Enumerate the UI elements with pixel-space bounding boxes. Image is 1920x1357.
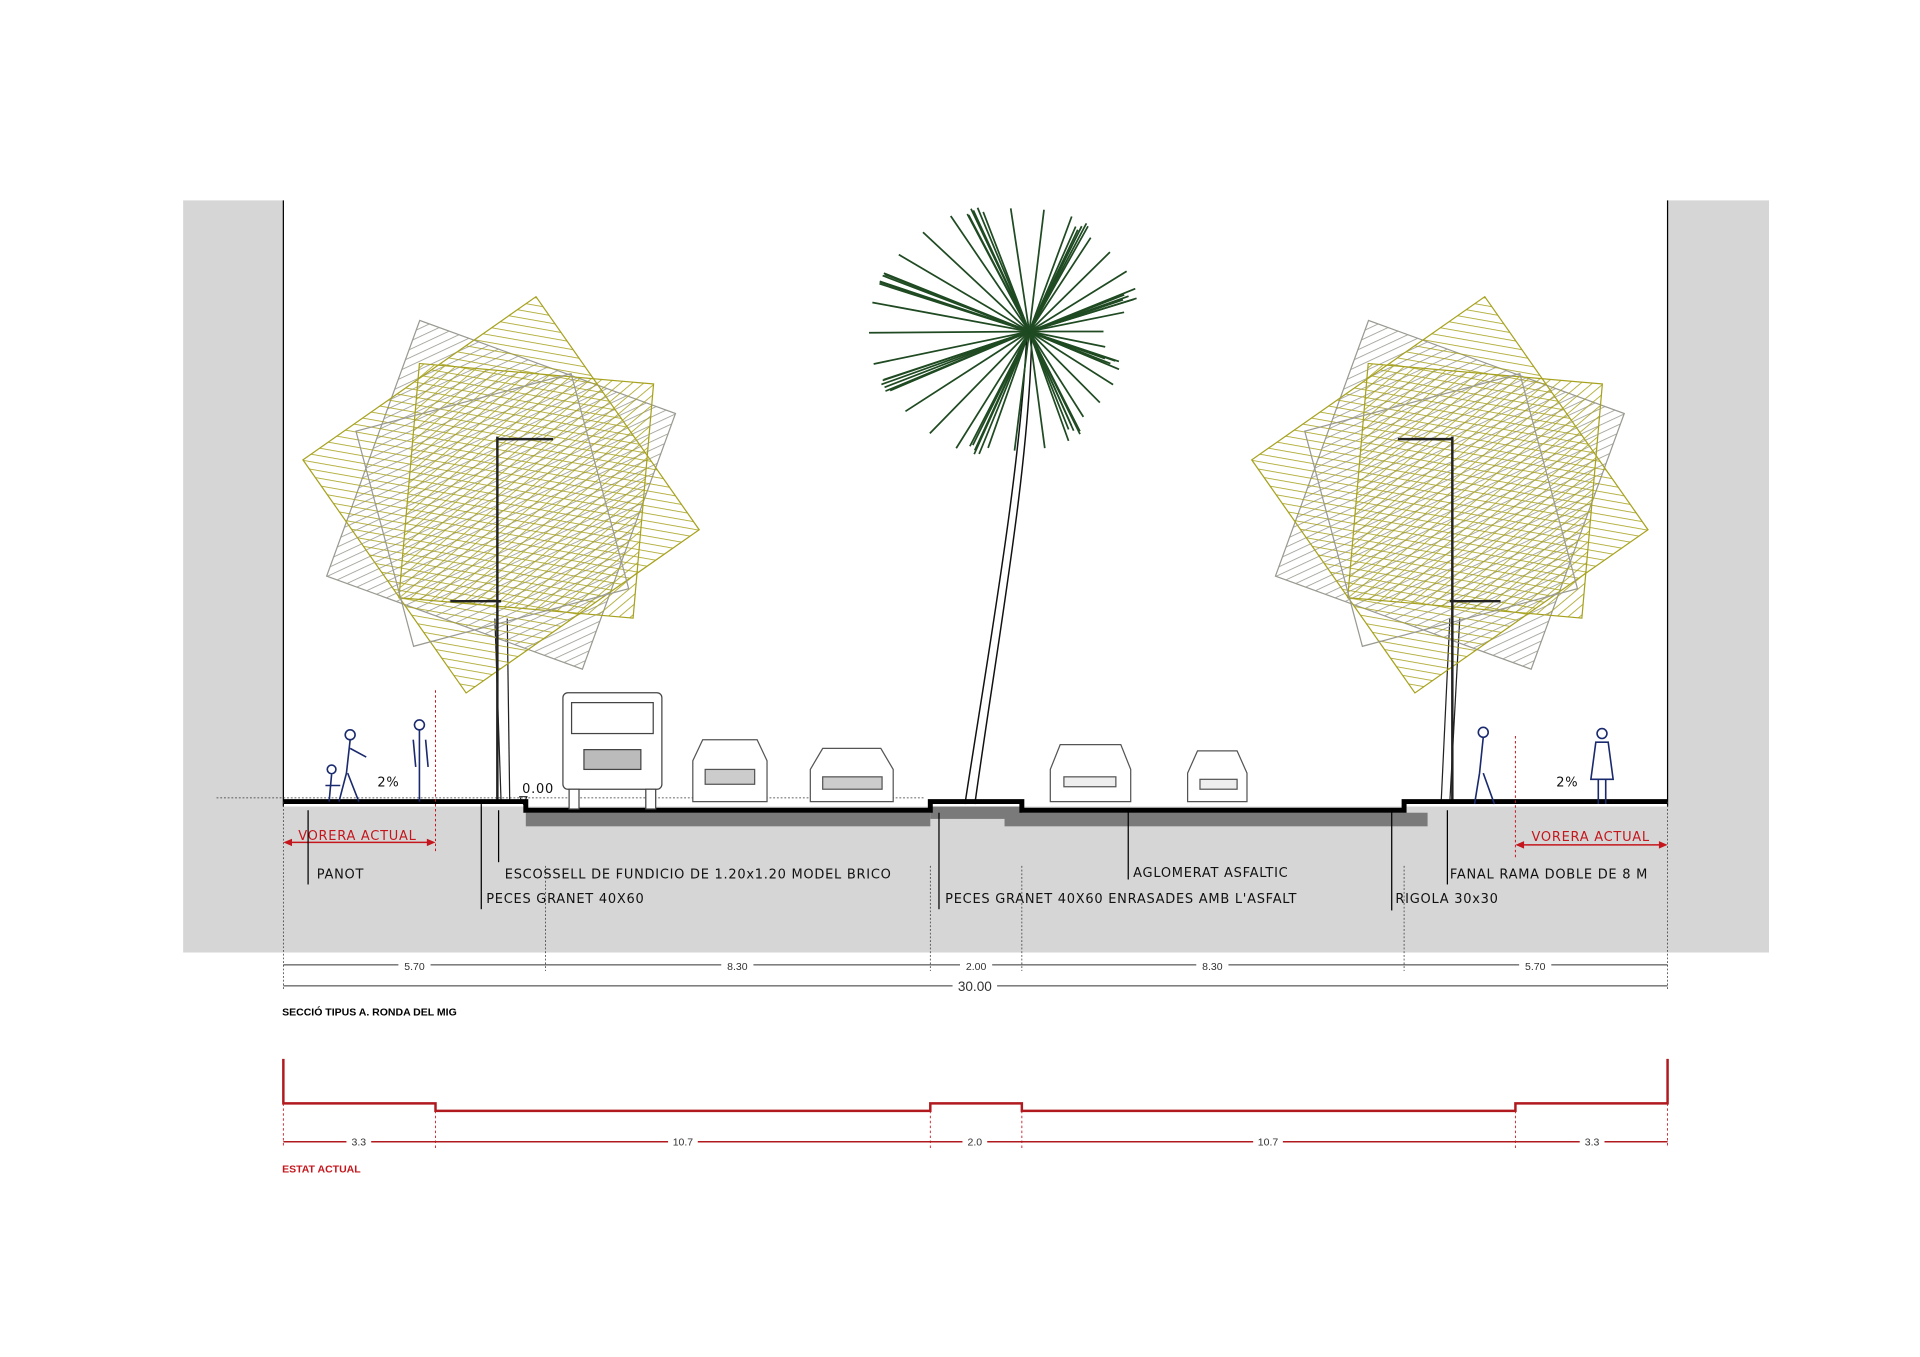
palm-tree [869,207,1137,805]
pedestrians [325,719,1615,805]
palm-frond [973,331,1031,455]
palm-frond [1028,270,1128,333]
palm-frond [884,273,1030,333]
tree-right [1250,295,1649,802]
level-marker-icon [518,796,528,806]
palm-frond [869,330,1030,334]
dim-2: 8.30 [727,961,748,973]
palm-frond [972,210,1031,332]
current-dim-5: 3.3 [1585,1136,1600,1148]
label-rigola: RIGOLA 30x30 [1395,892,1498,907]
palm-frond [1029,330,1106,348]
palm-frond [873,330,1030,365]
palm-frond [955,331,1031,449]
palm-frond [904,330,1030,413]
palm-frond [1029,311,1125,333]
palm-frond [1028,237,1092,332]
palm-frond [881,330,1030,386]
label-peces-granet: PECES GRANET 40X60 [486,892,644,907]
palm-frond [1028,225,1089,332]
palm-frond [1028,331,1081,435]
vorera-right: VORERA ACTUAL [1514,736,1668,860]
palm-frond [982,211,1031,332]
palm-frond [950,215,1030,333]
label-escossell: ESCOSSELL DE FUNDICIO DE 1.20x1.20 MODEL… [505,867,892,882]
palm-frond [1028,251,1111,333]
current-dim-2: 10.7 [673,1136,694,1148]
palm-frond [1028,298,1124,333]
palm-frond [1028,216,1073,332]
subsoil [283,806,1668,953]
label-fanal: FANAL RAMA DOBLE DE 8 M [1450,867,1648,882]
tree-left [302,295,701,802]
bus [562,692,663,810]
palm-frond [1028,331,1070,442]
palm-frond [1028,330,1120,363]
current-dim-1: 3.3 [352,1136,367,1148]
palm-frond [1028,331,1085,418]
slope-right-label: 2% [1556,776,1578,791]
current-dim-4: 10.7 [1258,1136,1279,1148]
palm-frond [1028,229,1079,332]
slope-left-label: 2% [377,776,399,791]
palm-frond [1028,331,1046,449]
vorera-right-label: VORERA ACTUAL [1531,830,1649,845]
street-lamp-left [450,436,554,802]
current-state-title: ESTAT ACTUAL [282,1164,361,1176]
palm-frond [879,282,1030,333]
label-panot: PANOT [317,867,364,882]
level-label: 0.00 [522,782,554,797]
dim-4: 8.30 [1202,961,1223,973]
label-peces-enrasades: PECES GRANET 40X60 ENRASADES AMB L'ASFAL… [945,892,1297,907]
dim-total: 30.00 [958,979,992,994]
dim-3: 2.00 [966,961,987,973]
palm-frond [967,214,1031,332]
palm-frond [922,231,1030,333]
section-title: SECCIÓ TIPUS A. RONDA DEL MIG [282,1006,457,1019]
palm-frond [872,301,1030,333]
dim-5: 5.70 [1525,961,1546,973]
palm-frond [987,331,1031,449]
palm-frond [1028,209,1045,332]
palm-frond [885,330,1030,392]
palm-frond [1028,330,1114,386]
building-right [1667,200,1770,953]
palm-frond [929,330,1030,434]
current-dim-3: 2.0 [968,1136,983,1148]
palm-frond [1009,208,1031,332]
street-lamp-right [1397,436,1501,802]
palm-frond [1028,330,1120,371]
palm-frond [969,331,1031,447]
building-left [183,200,284,953]
palm-frond [898,253,1030,333]
cars [692,739,1248,803]
dim-1: 5.70 [404,961,425,973]
ground-profile [216,797,1668,827]
vorera-left: VORERA ACTUAL [283,690,437,854]
palm-frond [1013,331,1031,451]
vorera-left-label: VORERA ACTUAL [298,829,416,844]
label-aglomerat: AGLOMERAT ASFALTIC [1133,866,1288,881]
palm-frond [1028,330,1101,404]
current-state-profile [282,1058,1669,1148]
